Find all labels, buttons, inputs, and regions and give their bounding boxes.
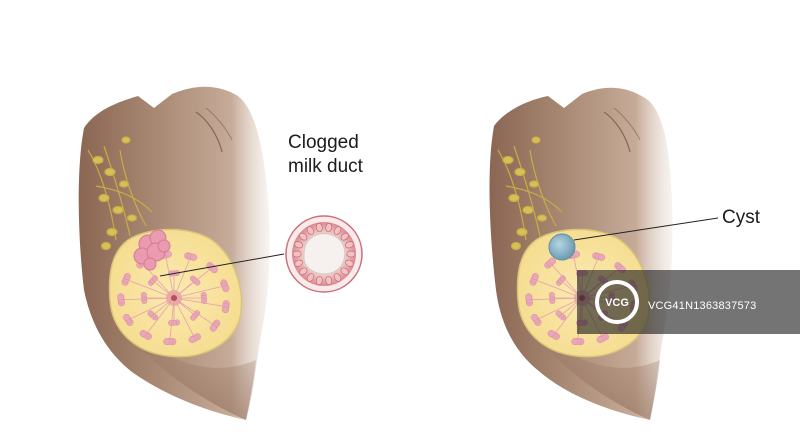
left-lobule: [123, 272, 131, 281]
duct-cell: [325, 222, 333, 232]
left-lobule: [140, 292, 147, 299]
clogged-duct-label-line2: milk duct: [288, 156, 363, 177]
right-lobule: [531, 272, 539, 281]
left-lobule: [210, 266, 218, 274]
left-lobule: [168, 319, 175, 326]
left-lobule: [147, 310, 154, 317]
left-lobule: [190, 314, 197, 321]
duct-cell: [306, 226, 315, 235]
left-lymph-chain: [87, 136, 153, 251]
left-nipple: [171, 295, 177, 301]
left-lobule: [188, 336, 196, 344]
right-duct-line: [534, 278, 583, 299]
right-lobule: [559, 275, 566, 282]
left-lobules: [117, 250, 230, 346]
duct-cell: [344, 259, 354, 267]
right-lobule: [548, 257, 556, 265]
left-skin-fold: [195, 111, 223, 153]
right-lobule: [571, 337, 579, 346]
cyst: [548, 233, 576, 261]
duct-cell: [299, 232, 308, 241]
right-lymph-chain: [497, 136, 563, 251]
duct-cell: [299, 267, 308, 276]
right-lobule: [547, 330, 555, 338]
clogged-duct-label-line1: Clogged: [288, 132, 359, 153]
left-lobule: [117, 293, 125, 301]
right-duct-line: [529, 297, 583, 301]
duct-cell: [315, 276, 323, 286]
right-lobule: [525, 293, 533, 301]
left-breast-tissue: [108, 228, 243, 358]
duct-cell: [333, 226, 342, 235]
duct-cell: [344, 241, 354, 249]
left-duct-line: [121, 297, 175, 301]
left-duct-line: [173, 297, 226, 308]
right-duct-line: [536, 297, 583, 321]
clogged-pointer-line: [159, 253, 285, 277]
duct-cell: [333, 273, 342, 282]
duct-cell: [340, 267, 349, 276]
right-skin-shade: [508, 300, 660, 420]
right-lobule: [530, 313, 539, 321]
cyst-pointer-line: [573, 217, 719, 241]
right-lobule: [598, 253, 606, 261]
clogged-duct-mass: [133, 229, 171, 271]
duct-cell: [292, 250, 302, 258]
left-lobule: [151, 275, 158, 282]
left-lobule: [221, 306, 230, 314]
duct-cell: [315, 222, 323, 232]
left-lobule: [139, 330, 147, 338]
right-lobule: [548, 292, 555, 299]
right-lobule: [596, 336, 604, 344]
duct-cell: [325, 276, 333, 286]
clogged-duct-label: Clogged milk duct: [288, 131, 363, 179]
left-skin-fold-2: [205, 107, 233, 141]
left-lobule: [190, 253, 198, 261]
duct-cell: [346, 250, 356, 258]
duct-cell: [294, 241, 304, 249]
right-skin-fold-2: [613, 107, 641, 141]
left-skin-shade: [100, 300, 256, 420]
watermark-logo-text: VCG: [605, 297, 629, 309]
left-lobule: [163, 337, 171, 346]
duct-epithelial-cells: [292, 222, 356, 286]
duct-blockage: [303, 233, 346, 275]
left-duct-line: [173, 285, 225, 299]
left-lobule: [122, 313, 131, 321]
cyst-label: Cyst: [722, 207, 760, 228]
duct-cross-section: [285, 215, 363, 293]
duct-cell: [306, 273, 315, 282]
left-duct-line: [173, 267, 213, 299]
left-lobule: [209, 324, 217, 332]
right-lobule: [555, 310, 562, 317]
watermark-logo: VCG: [595, 280, 639, 324]
left-duct-line: [128, 297, 175, 321]
duct-cell: [340, 232, 349, 241]
watermark-id: VCG41N1363837573: [648, 300, 757, 312]
left-lobule: [222, 285, 230, 293]
left-duct-line: [126, 278, 175, 299]
duct-cell: [294, 259, 304, 267]
right-skin-fold: [603, 111, 631, 153]
left-lobule: [201, 297, 208, 304]
left-duct-line: [173, 297, 216, 326]
